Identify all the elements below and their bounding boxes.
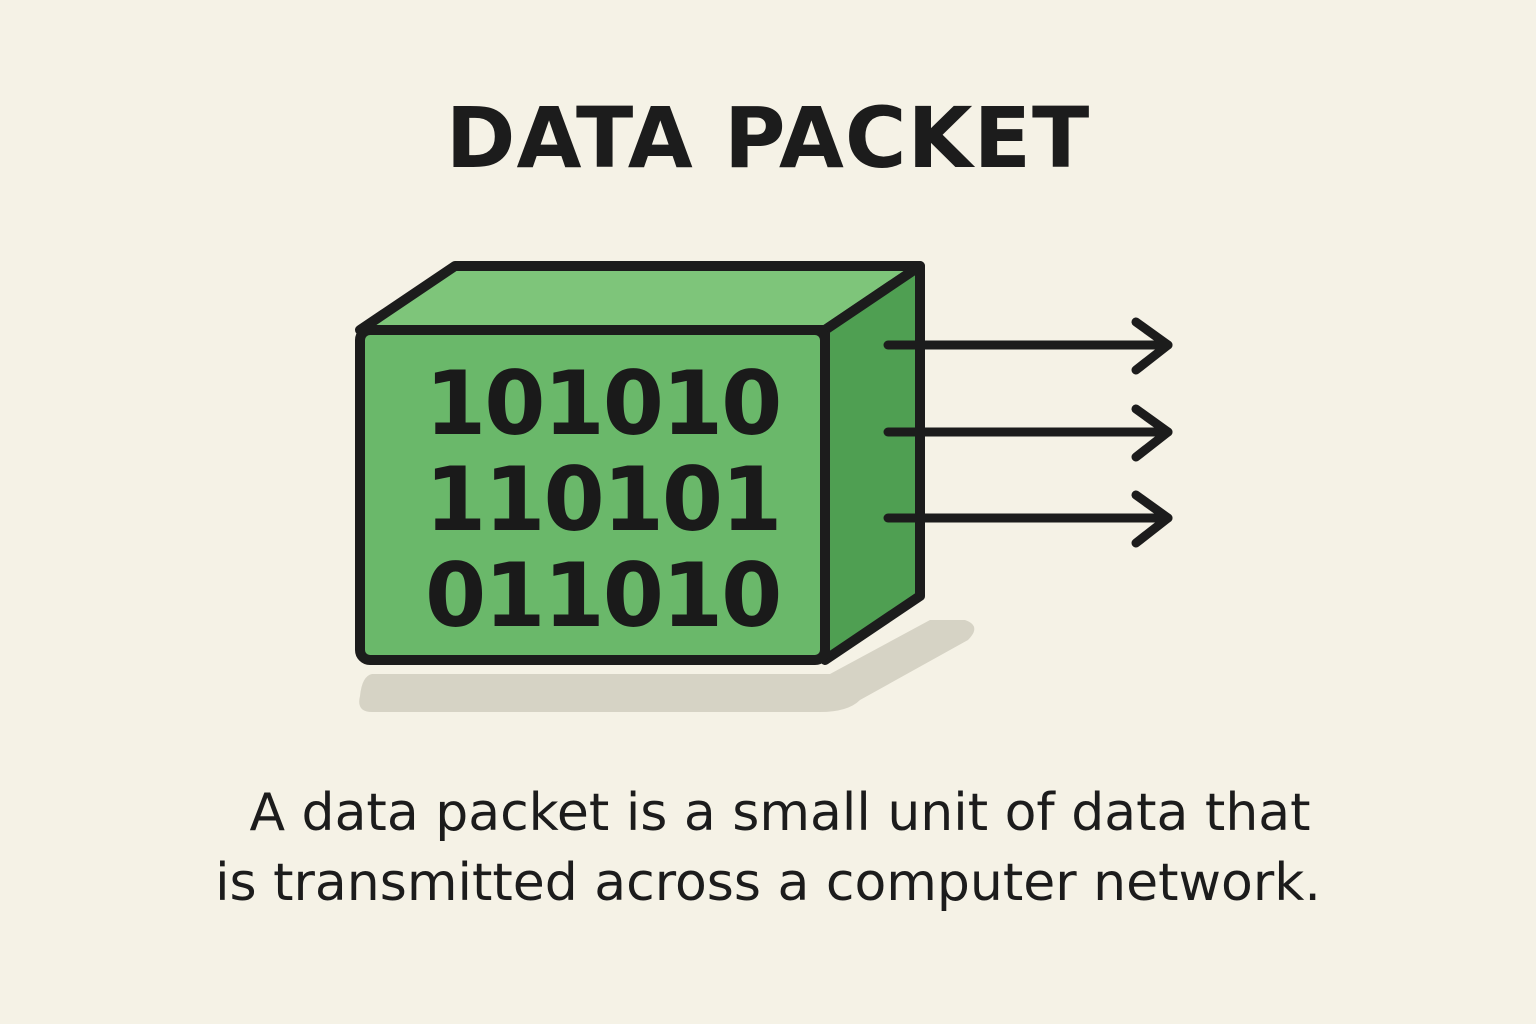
right-arrow-icon <box>883 404 1173 462</box>
right-arrow-icon <box>883 317 1173 375</box>
packet-box <box>355 261 925 665</box>
binary-data: 101010 110101 011010 <box>425 356 785 644</box>
binary-row: 011010 <box>425 544 782 647</box>
binary-row: 101010 <box>425 352 782 455</box>
right-arrow-icon <box>883 490 1173 548</box>
caption-line: is transmitted across a computer network… <box>215 853 1321 913</box>
caption-line: A data packet is a small unit of data th… <box>249 783 1311 843</box>
packet-box-front <box>355 325 830 665</box>
packet-shadow <box>359 620 975 712</box>
diagram-title: DATA PACKET <box>445 89 1091 187</box>
packet-box-side <box>820 261 925 665</box>
description-caption: A data packet is a small unit of data th… <box>0 778 1536 918</box>
binary-row: 110101 <box>425 448 782 551</box>
transmission-arrows <box>883 317 1173 548</box>
